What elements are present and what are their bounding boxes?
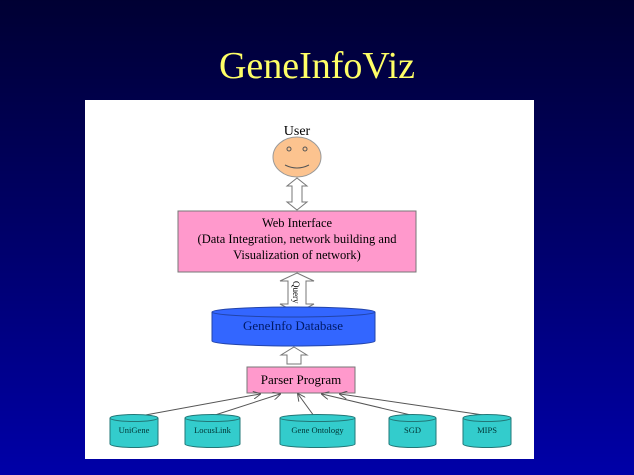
parser-program-box [246,366,356,394]
source-mips: MIPS [462,414,512,448]
source-label: SGD [404,425,421,435]
source-connectors [139,394,491,417]
source-unigene: UniGene [109,414,159,448]
database-label: GeneInfo Database [243,318,343,333]
web-interface-box [177,210,417,273]
slide-title: GeneInfoViz [218,45,416,87]
source-label: MIPS [477,425,497,435]
user-face-icon [272,136,322,178]
source-gene-ontology: Gene Ontology [279,414,356,448]
source-sgd: SGD [388,414,437,448]
source-label: LocusLink [194,425,232,435]
web-interface-title: Web Interface [262,216,333,230]
source-locuslink: LocusLink [184,414,241,448]
up-arrow-icon [279,346,309,365]
web-interface-line3: Visualization of network) [233,248,361,262]
user-label: User [284,124,311,139]
source-label: UniGene [119,425,150,435]
web-interface-line2: (Data Integration, network building and [198,232,398,246]
geneinfo-database [211,306,376,347]
parser-label: Parser Program [261,372,342,387]
query-label: Query [291,281,301,304]
source-label: Gene Ontology [291,425,344,435]
double-arrow-icon [285,177,309,211]
